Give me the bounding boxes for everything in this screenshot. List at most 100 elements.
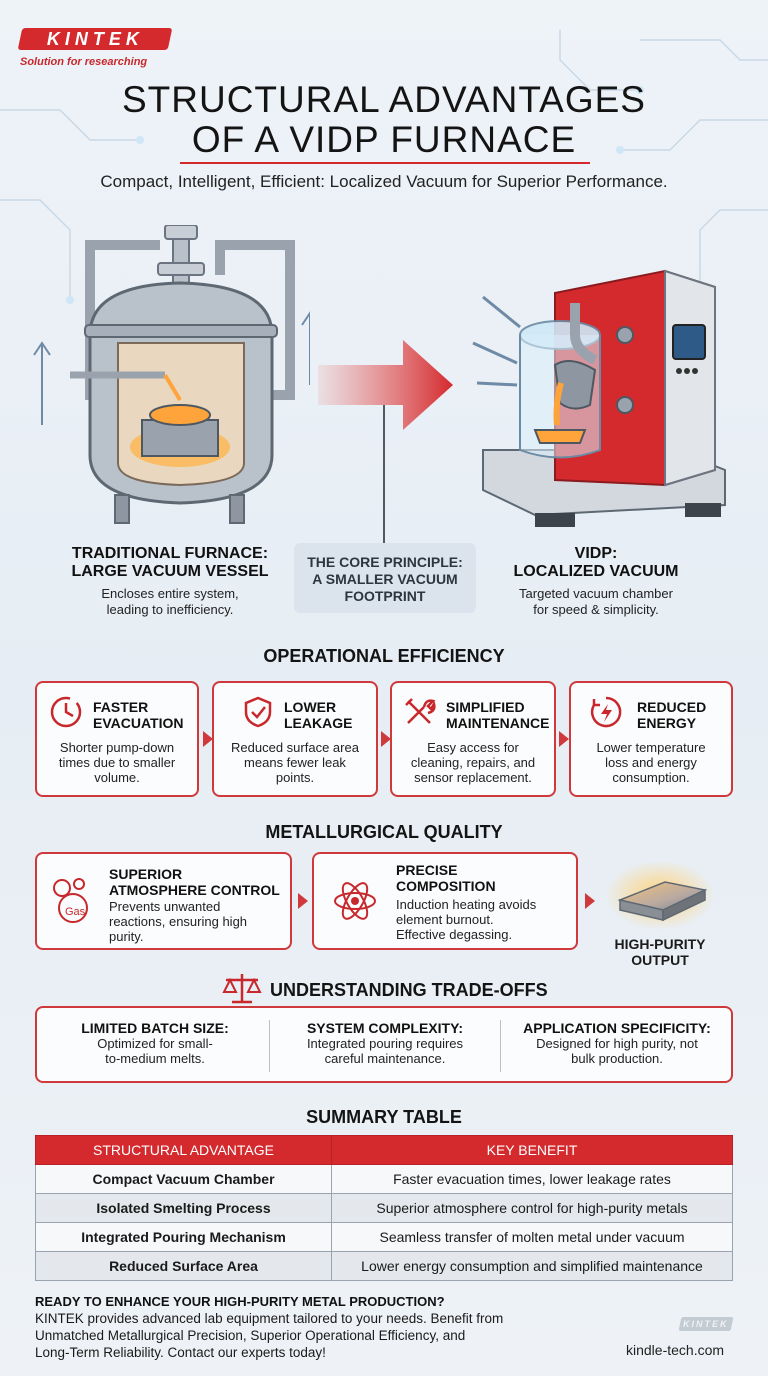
vidp-text-line-2: for speed & simplicity. <box>533 602 659 617</box>
advantage-cell: Compact Vacuum Chamber <box>35 1164 332 1194</box>
table-row: Integrated Pouring Mechanism Seamless tr… <box>35 1222 733 1252</box>
atom-icon <box>334 882 376 920</box>
logo-tagline: Solution for researching <box>20 56 148 68</box>
cta-text-line-2: Unmatched Metallurgical Precision, Super… <box>35 1328 466 1343</box>
table-row: Reduced Surface Area Lower energy consum… <box>35 1251 733 1281</box>
card-text: Prevents unwanted reactions, ensuring hi… <box>109 899 247 944</box>
advantage-cell: Isolated Smelting Process <box>35 1193 332 1223</box>
benefit-cell: Seamless transfer of molten metal under … <box>331 1222 733 1252</box>
traditional-furnace-illustration <box>33 225 310 524</box>
table-row: Compact Vacuum Chamber Faster evacuation… <box>35 1164 733 1194</box>
core-principle-box: THE CORE PRINCIPLE: A SMALLER VACUUM FOO… <box>294 543 476 613</box>
balance-scale-icon <box>222 974 262 1004</box>
page-subtitle: Compact, Intelligent, Efficient: Localiz… <box>100 172 668 191</box>
tradeoff-application-specificity: APPLICATION SPECIFICITY: Designed for hi… <box>505 1020 729 1066</box>
tradeoff-text-line-1: Designed for high purity, not <box>536 1036 698 1051</box>
card-title: REDUCED ENERGY <box>637 699 706 731</box>
card-atmosphere-control: Gas SUPERIOR ATMOSPHERE CONTROL Prevents… <box>35 852 292 950</box>
tradeoff-text-line-1: Integrated pouring requires <box>306 1036 464 1051</box>
card-text-line-1: Lower temperature <box>596 740 706 755</box>
tradeoffs-panel: LIMITED BATCH SIZE: Optimized for small-… <box>35 1006 733 1083</box>
card-title-line-1: REDUCED <box>637 699 707 715</box>
summary-heading: SUMMARY TABLE <box>306 1107 462 1127</box>
table-row: Isolated Smelting Process Superior atmos… <box>35 1193 733 1223</box>
vidp-furnace-illustration <box>472 269 726 527</box>
traditional-heading-line-2: LARGE VACUUM VESSEL <box>71 563 269 580</box>
card-title-line-1: SUPERIOR <box>109 866 183 882</box>
table-header-row: STRUCTURAL ADVANTAGE KEY BENEFIT <box>35 1135 733 1165</box>
cta-heading: READY TO ENHANCE YOUR HIGH-PURITY METAL … <box>35 1294 445 1309</box>
card-text: Easy access for cleaning, repairs, and s… <box>396 740 550 785</box>
tools-icon <box>405 698 436 724</box>
card-title-line-2: ATMOSPHERE CONTROL <box>109 882 280 898</box>
tradeoff-system-complexity: SYSTEM COMPLEXITY: Integrated pouring re… <box>275 1020 495 1066</box>
clock-icon <box>50 696 82 728</box>
card-text-line-3: volume. <box>94 770 140 785</box>
core-line-3: FOOTPRINT <box>344 588 426 604</box>
tradeoff-title: APPLICATION SPECIFICITY: <box>523 1020 711 1036</box>
card-title-line-2: EVACUATION <box>93 715 184 731</box>
tradeoff-text: Integrated pouring requires careful main… <box>275 1036 495 1066</box>
vidp-text: Targeted vacuum chamber for speed & simp… <box>496 586 696 618</box>
card-text-line-3: purity. <box>109 929 144 944</box>
tradeoff-text-line-2: careful maintenance. <box>324 1051 446 1066</box>
card-text: Shorter pump-down times due to smaller v… <box>41 740 193 785</box>
flow-arrow <box>298 893 308 909</box>
output-line-1: HIGH-PURITY <box>614 936 706 952</box>
website-link[interactable]: kindle-tech.com <box>626 1342 725 1358</box>
card-text-line-1: Easy access for <box>427 740 519 755</box>
column-header-benefit: KEY BENEFIT <box>331 1135 733 1165</box>
metal-ingot-illustration <box>605 860 715 930</box>
card-text: Reduced surface area means fewer leak po… <box>218 740 372 785</box>
metallurgical-heading: METALLURGICAL QUALITY <box>265 822 503 842</box>
card-text-line-2: loss and energy <box>605 755 697 770</box>
footer-watermark-logo: KINTEK <box>678 1317 734 1331</box>
card-title-line-2: MAINTENANCE <box>446 715 550 731</box>
core-line-2: A SMALLER VACUUM <box>312 571 458 587</box>
tradeoff-limited-batch: LIMITED BATCH SIZE: Optimized for small-… <box>45 1020 265 1066</box>
traditional-heading-line-1: TRADITIONAL FURNACE: <box>71 545 269 562</box>
card-simplified-maintenance: SIMPLIFIED MAINTENANCE Easy access for c… <box>390 681 556 797</box>
card-text-line-2: means fewer leak <box>244 755 346 770</box>
tradeoff-text: Optimized for small- to-medium melts. <box>45 1036 265 1066</box>
cta-text: KINTEK provides advanced lab equipment t… <box>35 1310 595 1361</box>
card-text-line-2: cleaning, repairs, and <box>410 755 536 770</box>
cta-text-line-1: KINTEK provides advanced lab equipment t… <box>35 1311 504 1326</box>
card-text: Lower temperature loss and energy consum… <box>575 740 727 785</box>
gas-bubbles-icon <box>53 878 88 923</box>
card-title-line-2: COMPOSITION <box>396 878 496 894</box>
card-reduced-energy: REDUCED ENERGY Lower temperature loss an… <box>569 681 733 797</box>
card-precise-composition: PRECISE COMPOSITION Induction heating av… <box>312 852 578 950</box>
vidp-text-line-1: Targeted vacuum chamber <box>519 586 673 601</box>
divider <box>269 1020 270 1072</box>
benefit-cell: Lower energy consumption and simplified … <box>331 1251 733 1281</box>
card-title: FASTER EVACUATION <box>93 699 183 731</box>
tradeoff-text-line-2: bulk production. <box>571 1051 663 1066</box>
gas-icon-label: Gas <box>65 906 86 918</box>
vidp-heading-line-2: LOCALIZED VACUUM <box>513 563 679 580</box>
energy-icon <box>590 696 622 728</box>
traditional-caption: TRADITIONAL FURNACE: LARGE VACUUM VESSEL… <box>70 545 270 618</box>
title-divider <box>180 162 590 164</box>
summary-table: STRUCTURAL ADVANTAGE KEY BENEFIT Compact… <box>35 1135 733 1281</box>
watermark-text: KINTEK <box>683 1319 729 1329</box>
card-title: SIMPLIFIED MAINTENANCE <box>446 699 549 731</box>
card-title-line-1: SIMPLIFIED <box>446 699 525 715</box>
card-title-line-1: PRECISE <box>396 862 458 878</box>
logo-text: KINTEK <box>46 28 144 49</box>
shield-icon <box>244 696 272 728</box>
tradeoff-title: SYSTEM COMPLEXITY: <box>306 1020 464 1036</box>
card-text-line-1: Prevents unwanted <box>109 899 221 914</box>
flow-arrow <box>203 731 213 747</box>
card-text-line-2: element burnout. <box>396 912 494 927</box>
tradeoffs-heading: UNDERSTANDING TRADE-OFFS <box>270 980 548 1000</box>
card-text-line-2: reactions, ensuring high <box>109 914 248 929</box>
card-text-line-1: Shorter pump-down <box>59 740 175 755</box>
cta-text-line-3: Long-Term Reliability. Contact our exper… <box>35 1345 326 1360</box>
card-title: SUPERIOR ATMOSPHERE CONTROL <box>109 866 280 898</box>
divider <box>500 1020 501 1072</box>
card-text-line-1: Induction heating avoids <box>396 897 537 912</box>
vidp-caption: VIDP: LOCALIZED VACUUM Targeted vacuum c… <box>496 545 696 618</box>
traditional-text-line-2: leading to inefficiency. <box>106 602 234 617</box>
column-header-advantage: STRUCTURAL ADVANTAGE <box>35 1135 332 1165</box>
